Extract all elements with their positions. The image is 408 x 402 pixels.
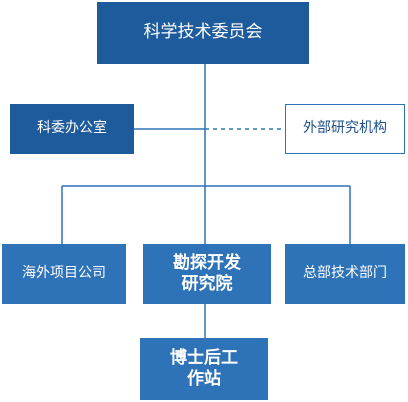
overseas-company-box: 海外项目公司	[2, 244, 126, 304]
committee-box: 科学技术委员会	[97, 2, 309, 64]
hq-tech-department-box: 总部技术部门	[285, 244, 405, 304]
office-label: 科委办公室	[37, 120, 107, 137]
postdoc-station-box: 博士后工 作站	[140, 338, 268, 400]
research-institute-box: 勘探开发 研究院	[143, 244, 271, 304]
external-institution-box: 外部研究机构	[285, 104, 405, 154]
external-institution-label: 外部研究机构	[303, 120, 387, 137]
office-box: 科委办公室	[10, 104, 134, 154]
postdoc-station-label: 博士后工 作站	[170, 347, 238, 389]
research-institute-label: 勘探开发 研究院	[173, 252, 241, 294]
overseas-company-label: 海外项目公司	[22, 265, 106, 282]
hq-tech-department-label: 总部技术部门	[303, 265, 387, 282]
committee-label: 科学技术委员会	[143, 22, 263, 43]
